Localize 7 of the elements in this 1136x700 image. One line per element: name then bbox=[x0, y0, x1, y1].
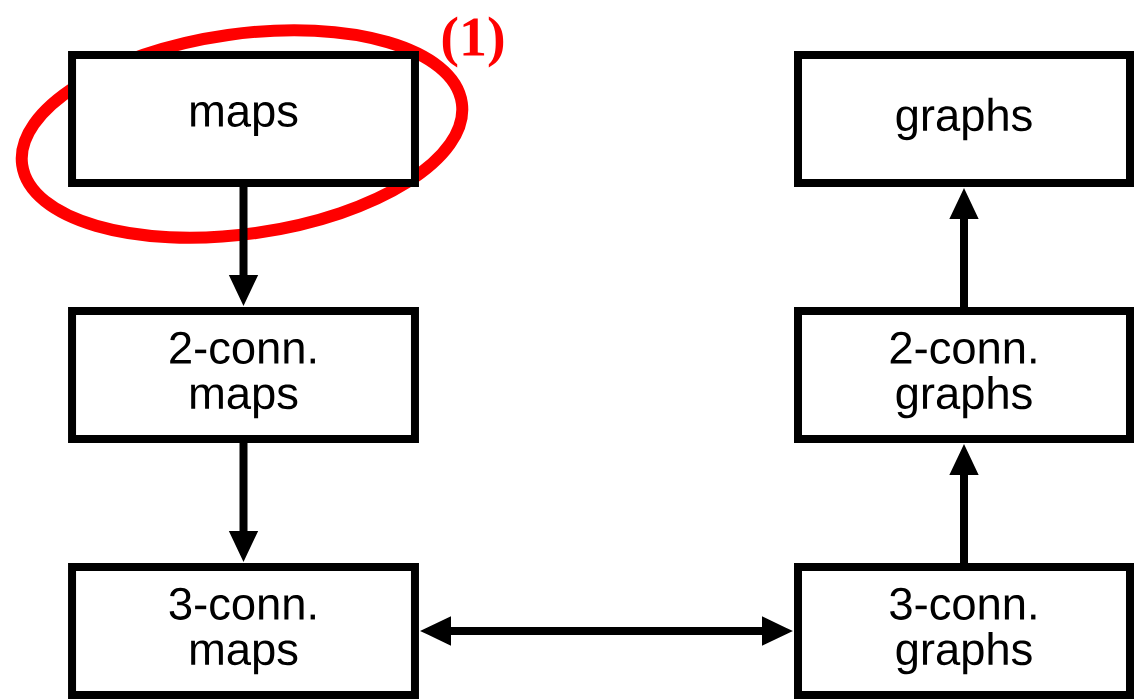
process-box: 3-conn. graphs bbox=[794, 563, 1134, 699]
process-box: 2-conn. maps bbox=[68, 307, 419, 443]
process-box: maps bbox=[68, 51, 419, 187]
process-box: 3-conn. maps bbox=[68, 563, 419, 699]
callout-number: (1) bbox=[442, 16, 504, 68]
process-box: 2-conn. graphs bbox=[794, 307, 1134, 443]
process-box: graphs bbox=[794, 51, 1134, 187]
